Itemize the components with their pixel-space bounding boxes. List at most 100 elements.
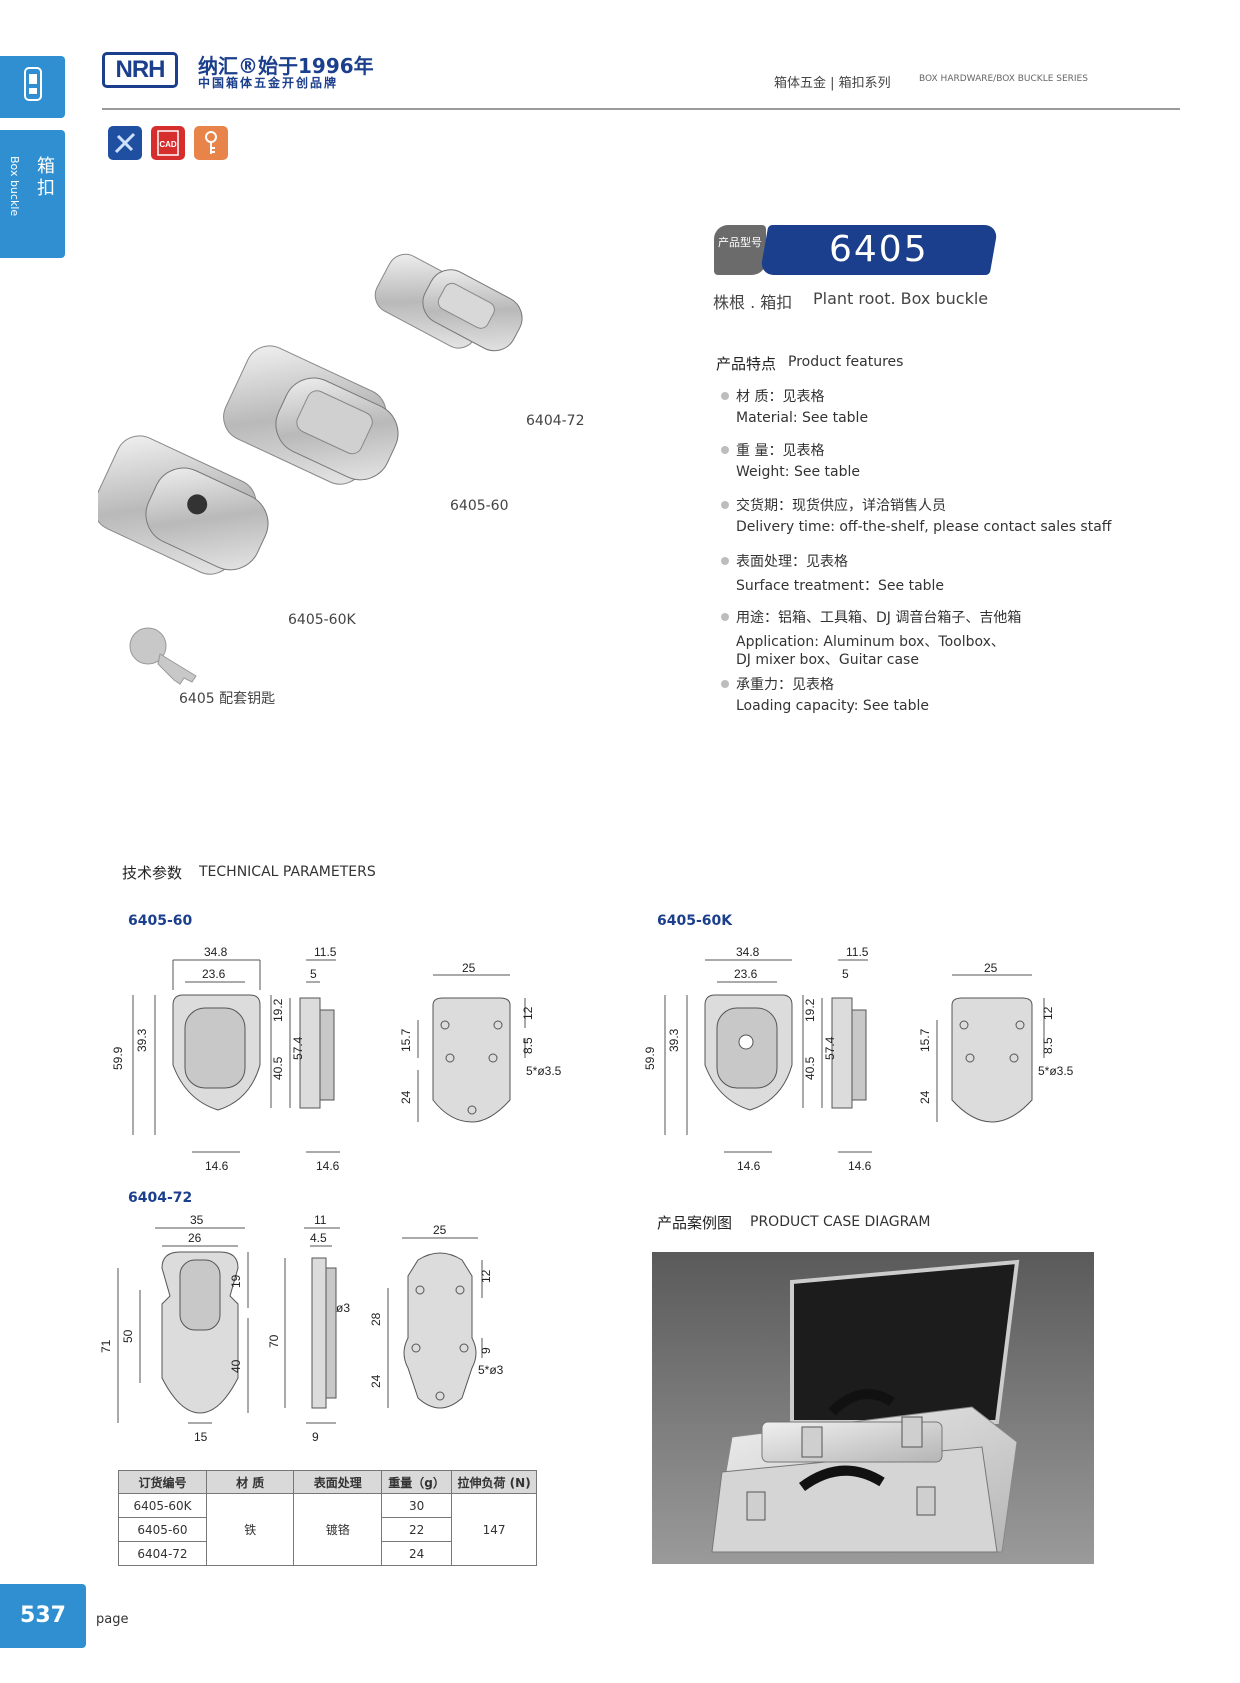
brand-slogan: 中国箱体五金开创品牌 bbox=[198, 76, 339, 90]
dim: 24 bbox=[918, 1090, 932, 1104]
feature-cn: 表面处理：见表格 bbox=[736, 554, 848, 570]
brand-logo: NRH bbox=[102, 52, 178, 88]
table-header: 材 质 bbox=[205, 1470, 295, 1494]
dim: 25 bbox=[984, 961, 998, 975]
feature-cn: 重 量：见表格 bbox=[736, 443, 825, 459]
table-row: 6404-72 24 bbox=[118, 1541, 537, 1566]
dim: 59.9 bbox=[643, 1046, 657, 1070]
order-code: 6404-72 bbox=[118, 1541, 207, 1566]
dim: 19.2 bbox=[803, 998, 817, 1022]
dim: 11 bbox=[314, 1213, 327, 1227]
table-header: 重量（g） bbox=[380, 1470, 453, 1494]
drawing-6404-72: 35 26 71 50 19 40 15 11 4.5 ø3 70 9 25 1… bbox=[100, 1213, 504, 1444]
dim: 28 bbox=[369, 1312, 383, 1326]
dim: 8.5 bbox=[1041, 1037, 1055, 1054]
page-label: page bbox=[96, 1612, 129, 1627]
case-title-en: PRODUCT CASE DIAGRAM bbox=[750, 1214, 931, 1230]
header-category-en: BOX HARDWARE/BOX BUCKLE SERIES bbox=[919, 74, 1088, 84]
dim: 25 bbox=[462, 961, 476, 975]
dim: 40 bbox=[229, 1359, 243, 1373]
feature-cn: 交货期：现货供应，详洽销售人员 bbox=[736, 498, 946, 514]
ruler-pencil-icon[interactable] bbox=[108, 126, 142, 160]
tech-title-en: TECHNICAL PARAMETERS bbox=[199, 864, 376, 880]
case-title: 产品案例图 bbox=[657, 1214, 733, 1232]
surface-cell: 镀铬 bbox=[293, 1493, 382, 1566]
dim: 57.4 bbox=[823, 1036, 837, 1060]
key-icon[interactable] bbox=[194, 126, 228, 160]
side-tab-cn: 箱扣 bbox=[37, 156, 55, 199]
dim: 12 bbox=[479, 1269, 493, 1283]
bullet-icon bbox=[721, 446, 729, 454]
drawing-model-6405-60k: 6405-60K bbox=[657, 913, 733, 929]
cad-icon[interactable]: CAD bbox=[151, 126, 185, 160]
dim: 15.7 bbox=[399, 1028, 413, 1052]
photo-label-6405-60k: 6405-60K bbox=[288, 612, 356, 628]
feature-en-line2: DJ mixer box、Guitar case bbox=[736, 652, 919, 668]
dim: 35 bbox=[190, 1213, 204, 1227]
dim: 5 bbox=[842, 967, 849, 981]
dim: 14.6 bbox=[737, 1159, 761, 1170]
dim: 26 bbox=[188, 1231, 202, 1245]
latch-6404-72-photo bbox=[374, 253, 523, 352]
model-badge: 6405 bbox=[759, 225, 999, 275]
tech-title: 技术参数 bbox=[122, 864, 183, 882]
key-photo bbox=[129, 627, 197, 685]
dim: 5*ø3.5 bbox=[1038, 1064, 1074, 1078]
dim: 8.5 bbox=[521, 1037, 535, 1054]
drawing-6405-60: 34.8 23.6 59.9 39.3 19.2 40.5 14.6 11.5 … bbox=[111, 945, 562, 1170]
dim: 34.8 bbox=[736, 945, 760, 959]
feature-en: Surface treatment：See table bbox=[736, 578, 945, 594]
dim: 34.8 bbox=[204, 945, 228, 959]
material-cell: 铁 bbox=[205, 1493, 295, 1566]
weight-cell: 22 bbox=[380, 1517, 453, 1542]
drawing-model-6404-72: 6404-72 bbox=[128, 1190, 193, 1206]
model-badge-label: 产品型号 bbox=[714, 225, 766, 275]
dim: 5 bbox=[310, 967, 317, 981]
photo-label-6405-60: 6405-60 bbox=[450, 498, 509, 514]
dim: 4.5 bbox=[310, 1231, 327, 1245]
latch-6405-60-photo bbox=[223, 345, 399, 485]
photo-label-key: 6405 配套钥匙 bbox=[179, 691, 276, 707]
case-photo bbox=[652, 1252, 1094, 1564]
dim: 14.6 bbox=[848, 1159, 872, 1170]
dim: 57.4 bbox=[291, 1036, 305, 1060]
dim: 12 bbox=[1041, 1006, 1055, 1020]
cad-icon-label: CAD bbox=[159, 140, 177, 149]
side-top-tab bbox=[0, 56, 65, 118]
brand-name: 纳汇®始于1996年 bbox=[198, 54, 374, 78]
bullet-icon bbox=[721, 557, 729, 565]
spec-table: 订货编号 材 质 表面处理 重量（g） 拉伸负荷 (N) 6405-60K 铁 … bbox=[118, 1470, 537, 1566]
dim: 71 bbox=[100, 1339, 113, 1353]
drawing-6405-60k: 34.8 23.6 59.9 39.3 19.2 40.5 14.6 11.5 … bbox=[643, 945, 1074, 1170]
dim: 50 bbox=[121, 1329, 135, 1343]
dim: 15.7 bbox=[918, 1028, 932, 1052]
table-header-row: 订货编号 材 质 表面处理 重量（g） 拉伸负荷 (N) bbox=[118, 1470, 537, 1494]
model-number: 6405 bbox=[829, 229, 929, 270]
dim: 19.2 bbox=[271, 998, 285, 1022]
feature-cn: 承重力：见表格 bbox=[736, 677, 834, 693]
dim: 40.5 bbox=[803, 1056, 817, 1080]
dim: 59.9 bbox=[111, 1046, 125, 1070]
table-header: 拉伸负荷 (N) bbox=[451, 1470, 537, 1494]
drawing-model-6405-60: 6405-60 bbox=[128, 913, 193, 929]
feature-en: Delivery time: off-the-shelf, please con… bbox=[736, 519, 1112, 535]
table-header: 表面处理 bbox=[293, 1470, 382, 1494]
features-title: 产品特点 bbox=[716, 355, 777, 373]
bullet-icon bbox=[721, 680, 729, 688]
product-name-cn: 株根 . 箱扣 bbox=[713, 293, 793, 312]
weight-cell: 30 bbox=[380, 1493, 453, 1518]
dim: 11.5 bbox=[846, 945, 869, 959]
dim: 19 bbox=[229, 1274, 243, 1288]
feature-en: Loading capacity: See table bbox=[736, 698, 929, 714]
dim: 14.6 bbox=[316, 1159, 340, 1170]
dim: 15 bbox=[194, 1430, 208, 1444]
feature-en: Material: See table bbox=[736, 410, 869, 426]
dim: 25 bbox=[433, 1223, 447, 1237]
dim: 39.3 bbox=[135, 1028, 149, 1052]
photo-label-6404-72: 6404-72 bbox=[526, 413, 585, 429]
header-category: 箱体五金 | 箱扣系列 bbox=[774, 76, 891, 91]
table-row: 6405-60K 铁 镀铬 30 147 bbox=[118, 1493, 537, 1566]
side-category-tab[interactable]: 箱扣 Box buckle bbox=[0, 130, 65, 258]
dim: 24 bbox=[369, 1374, 383, 1388]
dim: 23.6 bbox=[202, 967, 226, 981]
